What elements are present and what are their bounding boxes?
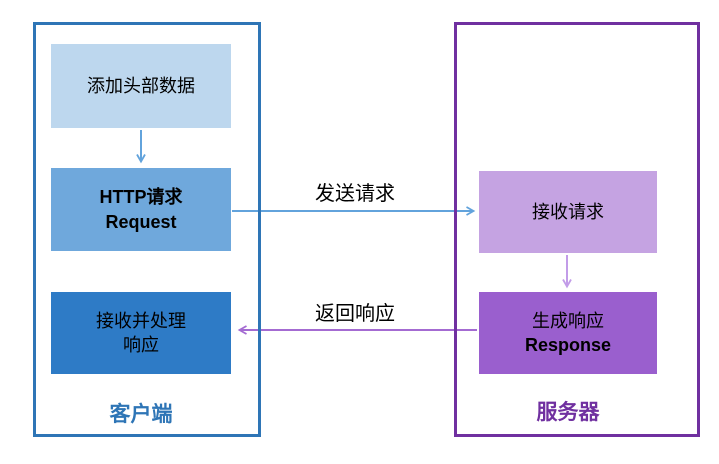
server-container xyxy=(454,22,700,437)
node-receive-request: 接收请求 xyxy=(479,171,657,253)
node-receive-process-label-line2: 响应 xyxy=(123,335,159,355)
server-label: 服务器 xyxy=(536,401,600,424)
client-container xyxy=(33,22,261,437)
node-http-request-label-line1: HTTP请求 xyxy=(99,187,183,208)
return-response-arrow-label: 返回响应 xyxy=(315,303,395,325)
node-receive-request-label: 接收请求 xyxy=(532,201,604,222)
send-request-arrow-label: 发送请求 xyxy=(315,183,395,205)
node-receive-process-response: 接收并处理 响应 xyxy=(51,292,231,374)
node-add-header-label: 添加头部数据 xyxy=(87,75,195,96)
node-http-request-label-line2: Request xyxy=(105,211,177,232)
node-add-header-data: 添加头部数据 xyxy=(51,44,231,128)
node-generate-response-label-line2: Response xyxy=(524,335,612,355)
node-generate-response: 生成响应 Response xyxy=(479,292,657,374)
node-receive-process-label-line1: 接收并处理 xyxy=(96,310,186,331)
node-http-request: HTTP请求 Request xyxy=(51,168,231,251)
node-generate-response-label-line1: 生成响应 xyxy=(532,310,604,331)
client-label: 客户端 xyxy=(109,403,173,426)
